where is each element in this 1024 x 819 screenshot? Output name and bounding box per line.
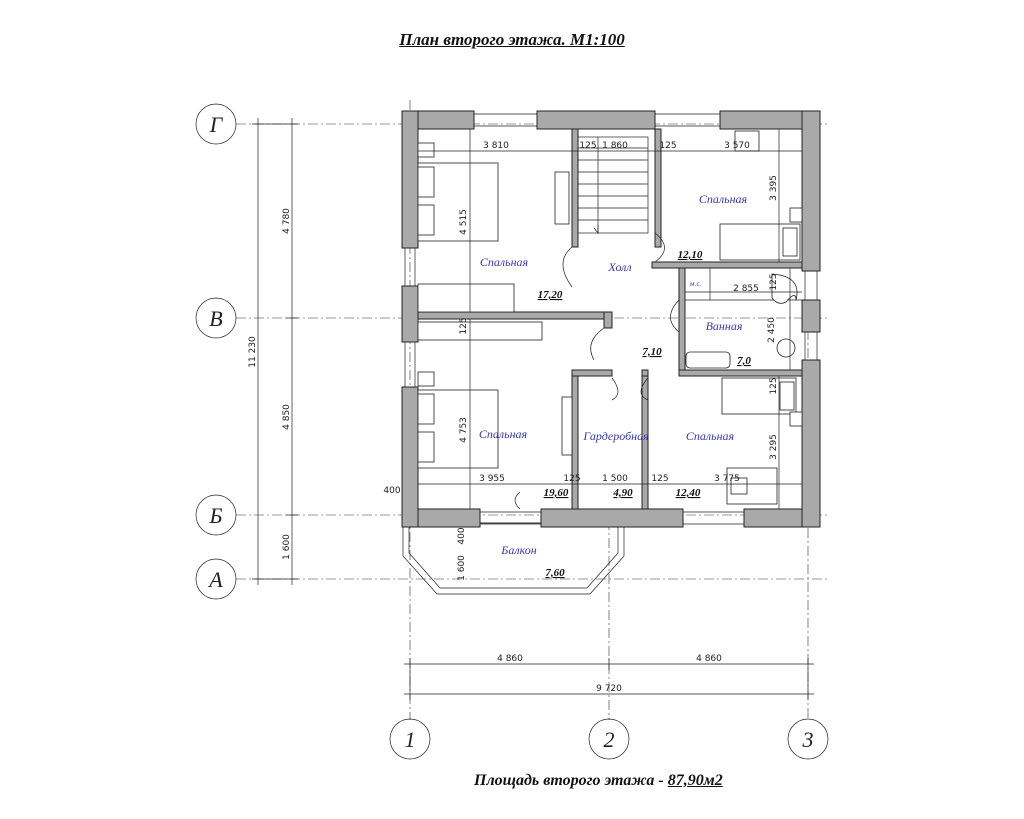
dim-h-se: 3 295 xyxy=(769,434,779,460)
axis-label-2: 2 xyxy=(604,727,615,752)
dim-left-4850: 4 850 xyxy=(282,404,292,430)
axis-label-3: 3 xyxy=(802,727,814,752)
axis-bubble-3 xyxy=(787,718,829,760)
dim-h-sw: 4 753 xyxy=(459,417,469,443)
room-wardrobe: Гардеробная xyxy=(582,429,649,443)
axis-label-1: 1 xyxy=(405,727,416,752)
room-bed-se: Спальная xyxy=(686,429,735,443)
room-wc: м.с. xyxy=(690,281,702,288)
area-balcony: 7,60 xyxy=(545,567,565,579)
balcony xyxy=(402,522,625,595)
area-wardrobe: 4,90 xyxy=(612,487,633,499)
dim-r125-b: 125 xyxy=(769,377,779,394)
axis-label-g: Г xyxy=(209,112,224,137)
bath-sink xyxy=(685,351,731,369)
axis-bubbles: Г В Б А 1 2 3 xyxy=(195,103,829,760)
axis-bubble-b xyxy=(195,494,237,536)
dim-bottom-a: 4 860 xyxy=(497,654,523,664)
dim-left-1600: 1 600 xyxy=(282,534,292,560)
dim-bottom-b: 4 860 xyxy=(696,654,722,664)
dim-left-400: 400 xyxy=(383,486,400,496)
interior-walls xyxy=(417,128,803,510)
room-bath: Ванная xyxy=(706,319,743,333)
left-dimensions: 4 780 4 850 1 600 11 230 xyxy=(248,118,298,585)
area-bed-nw: 17,20 xyxy=(538,289,563,301)
dim-h-nw: 4 515 xyxy=(459,209,469,235)
dim-bot-5: 3 775 xyxy=(714,474,740,484)
dim-top-4: 125 xyxy=(659,141,676,151)
room-bed-ne: Спальная xyxy=(699,192,748,206)
dim-bal-1600: 1 600 xyxy=(457,555,467,581)
axis-bubble-2 xyxy=(588,718,630,760)
area-bed-sw: 19,60 xyxy=(544,487,569,499)
interior-dimension-lines xyxy=(418,129,802,509)
room-areas: 17,20 12,10 19,60 12,40 7,10 7,0 4,90 7,… xyxy=(538,249,752,579)
axis-bubble-v xyxy=(195,297,237,339)
dim-top-3: 1 860 xyxy=(602,141,628,151)
axis-label-b: Б xyxy=(209,503,223,528)
outer-walls xyxy=(401,110,821,528)
dimension-labels: 3 810 125 1 860 125 3 570 3 955 125 1 50… xyxy=(383,141,779,581)
dim-bot-1: 3 955 xyxy=(479,474,505,484)
axis-bubble-1 xyxy=(389,718,431,760)
axis-label-v: В xyxy=(209,306,222,331)
floor-area-caption: Площадь второго этажа - 87,90м2 xyxy=(474,772,723,790)
room-bed-sw: Спальная xyxy=(479,427,528,441)
dim-h-ne: 3 395 xyxy=(769,175,779,201)
dim-bot-4: 125 xyxy=(651,474,668,484)
dim-top-5: 3 570 xyxy=(724,141,750,151)
axis-bubble-a xyxy=(195,558,237,600)
furniture xyxy=(417,130,803,505)
axis-bubble-g xyxy=(195,103,237,145)
dim-mid-125: 125 xyxy=(459,317,469,334)
bottom-dimensions: 4 860 4 860 9 720 xyxy=(404,654,814,700)
axis-label-a: А xyxy=(207,567,223,592)
dim-top-2: 125 xyxy=(579,141,596,151)
plan-title: План второго этажа. М1:100 xyxy=(399,30,625,49)
dim-bot-3: 1 500 xyxy=(602,474,628,484)
staircase xyxy=(577,136,649,234)
corner-bath xyxy=(771,273,798,304)
floor-area-label: Площадь второго этажа - xyxy=(474,772,668,789)
dim-w-bath: 2 855 xyxy=(733,284,759,294)
area-bath: 7,0 xyxy=(737,355,751,367)
toilet xyxy=(776,338,796,358)
dim-bal-400: 400 xyxy=(457,527,467,544)
dim-left-total: 11 230 xyxy=(248,336,258,368)
room-balcony: Балкон xyxy=(500,543,536,557)
doors xyxy=(514,232,680,510)
area-bed-ne: 12,10 xyxy=(678,249,703,261)
dim-r125-a: 125 xyxy=(769,273,779,290)
room-labels: Спальная Спальная Спальная Спальная Холл… xyxy=(479,192,748,557)
area-hall: 7,10 xyxy=(642,346,662,358)
dim-bot-2: 125 xyxy=(563,474,580,484)
dim-left-4780: 4 780 xyxy=(282,208,292,234)
dim-top-1: 3 810 xyxy=(483,141,509,151)
area-bed-se: 12,40 xyxy=(676,487,701,499)
room-bed-nw: Спальная xyxy=(480,255,529,269)
dim-bottom-total: 9 720 xyxy=(596,684,622,694)
room-hall: Холл xyxy=(607,260,631,274)
dim-h-bath: 2 450 xyxy=(767,317,777,343)
floor-area-value: 87,90м2 xyxy=(667,772,723,789)
